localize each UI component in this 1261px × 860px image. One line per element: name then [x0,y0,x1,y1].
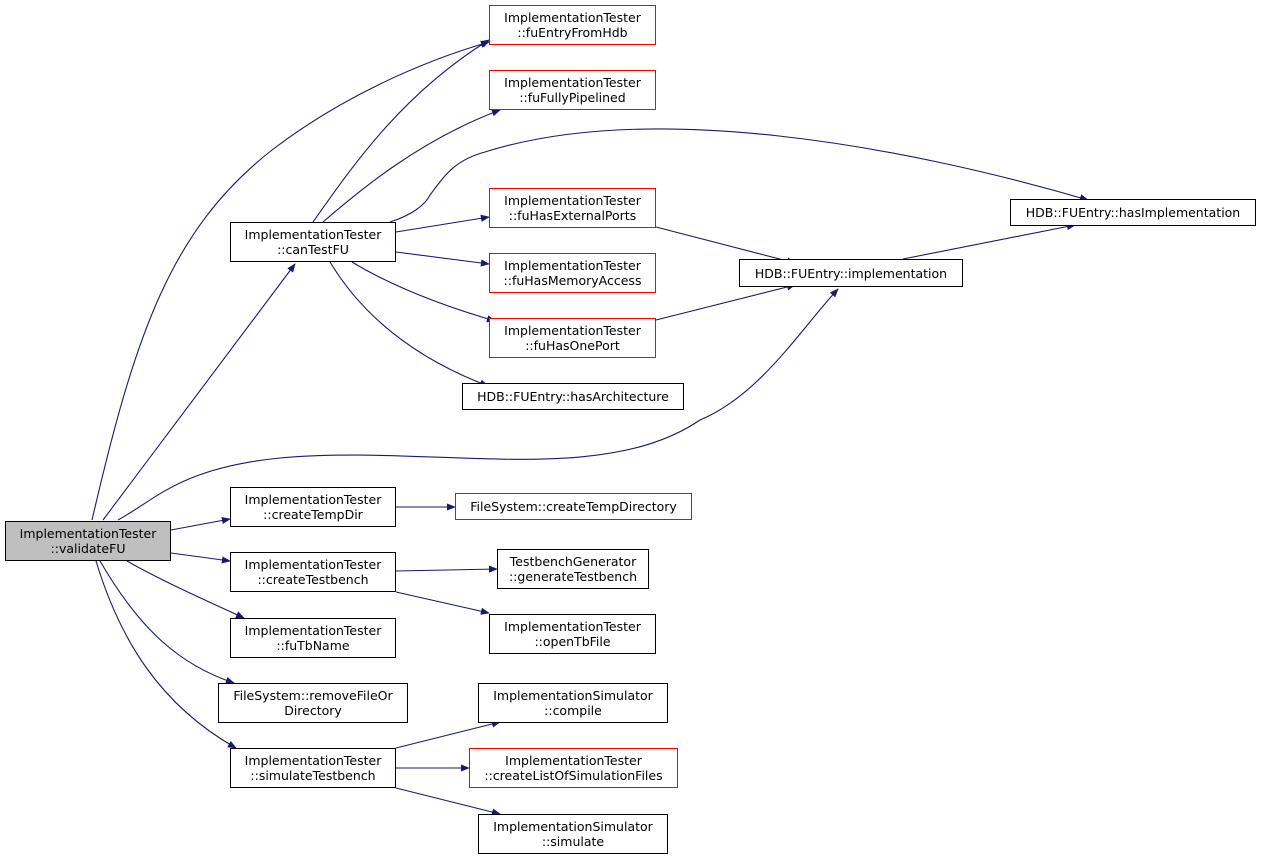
node-line: ImplementationTester [504,323,641,338]
node-line: ImplementationTester [244,492,382,507]
edge-simulateTestbench-to-simulate [395,787,501,816]
edge-canTestFU-to-fuHasMemoryAccess [395,251,490,267]
node-compile[interactable]: ImplementationSimulator ::compile [478,683,668,723]
node-line: ImplementationTester [244,227,382,242]
node-line: FileSystem::createTempDirectory [470,499,677,514]
edge-validateFU-to-canTestFU [102,263,296,521]
node-line: ImplementationTester [244,623,382,638]
edge-createTestbench-to-openTbFile [395,591,490,615]
node-fu-has-memory-access[interactable]: ImplementationTester ::fuHasMemoryAccess [489,253,656,293]
node-line: ::createTempDir [263,507,363,522]
node-fu-has-one-port[interactable]: ImplementationTester ::fuHasOnePort [489,318,656,358]
node-line: ImplementationTester [504,10,641,25]
node-has-implementation[interactable]: HDB::FUEntry::hasImplementation [1010,199,1256,226]
edge-canTestFU-to-fuFullyPipelined [322,109,501,223]
node-line: ::validateFU [50,541,126,556]
node-line: ImplementationTester [505,753,642,768]
node-fu-fully-pipelined[interactable]: ImplementationTester ::fuFullyPipelined [489,70,656,110]
node-line: ::fuTbName [276,638,350,653]
edge-validateFU-to-implementation [117,288,839,521]
node-line: ::generateTestbench [508,569,637,584]
node-line: ::createListOfSimulationFiles [484,768,663,783]
node-line: ::openTbFile [534,634,611,649]
edge-fuHasExternalPorts-to-implementation [655,226,796,265]
edge-simulateTestbench-to-compile [395,720,501,749]
node-line: HDB::FUEntry::implementation [754,265,948,281]
edge-validateFU-to-fuEntryFromHdb [91,40,490,521]
edge-fuHasOnePort-to-implementation [655,283,796,321]
node-line: Directory [284,703,342,718]
edge-canTestFU-to-fuEntryFromHdb [312,39,490,223]
node-fu-has-external-ports[interactable]: ImplementationTester ::fuHasExternalPort… [489,188,656,228]
node-line: ImplementationTester [19,526,157,541]
edge-canTestFU-to-hasArchitecture [329,261,489,387]
node-line: FileSystem::removeFileOr [233,688,393,703]
edge-validateFU-to-removeFileOrDirectory [99,560,235,684]
node-line: ::simulate [541,834,605,849]
node-line: ::createTestbench [257,572,369,587]
node-line: ::fuHasOnePort [525,338,620,353]
edge-canTestFU-to-fuHasExternalPorts [395,214,490,233]
node-line: HDB::FUEntry::hasImplementation [1025,205,1241,220]
node-line: ImplementationTester [244,557,382,572]
node-fu-entry-from-hdb[interactable]: ImplementationTester ::fuEntryFromHdb [489,5,656,45]
node-line: ::fuFullyPipelined [519,90,626,105]
node-simulate[interactable]: ImplementationSimulator ::simulate [478,814,668,854]
edge-validateFU-to-createTestbench [170,552,231,564]
node-line: ::fuHasMemoryAccess [503,273,642,288]
edge-canTestFU-to-fuHasOnePort [351,261,496,323]
node-create-list-of-simulation-files[interactable]: ImplementationTester ::createListOfSimul… [469,748,678,788]
node-line: HDB::FUEntry::hasArchitecture [477,389,669,404]
edge-canTestFU-to-hasImplementation [389,128,1089,223]
node-validate-fu[interactable]: ImplementationTester ::validateFU [5,521,171,561]
node-line: ImplementationTester [504,75,641,90]
node-fu-tb-name[interactable]: ImplementationTester ::fuTbName [230,618,396,658]
edge-createTestbench-to-generateTestbench [395,565,498,573]
edge-implementation-to-hasImplementation [902,223,1076,260]
node-line: TestbenchGenerator [509,554,637,569]
node-create-temp-dir[interactable]: ImplementationTester ::createTempDir [230,487,396,527]
node-line: ImplementationSimulator [493,688,653,703]
node-line: ImplementationTester [244,753,382,768]
node-line: ::fuEntryFromHdb [517,25,628,40]
node-remove-file-or-directory[interactable]: FileSystem::removeFileOr Directory [218,683,408,723]
node-line: ImplementationTester [504,193,641,208]
node-create-temp-directory[interactable]: FileSystem::createTempDirectory [455,493,692,520]
node-line: ::compile [544,703,602,718]
node-simulate-testbench[interactable]: ImplementationTester ::simulateTestbench [230,748,396,788]
node-line: ::canTestFU [277,242,349,257]
edge-validateFU-to-createTempDir [170,516,231,531]
node-line: ::simulateTestbench [250,768,376,783]
edge-validateFU-to-simulateTestbench [95,560,237,749]
node-line: ImplementationTester [504,258,641,273]
node-line: ImplementationSimulator [493,819,653,834]
node-line: ImplementationTester [504,619,641,634]
node-open-tb-file[interactable]: ImplementationTester ::openTbFile [489,614,656,654]
node-can-test-fu[interactable]: ImplementationTester ::canTestFU [230,222,396,262]
node-create-testbench[interactable]: ImplementationTester ::createTestbench [230,552,396,592]
edge-validateFU-to-fuTbName [126,560,245,619]
node-has-architecture[interactable]: HDB::FUEntry::hasArchitecture [462,383,684,410]
node-line: ::fuHasExternalPorts [508,208,637,223]
node-generate-testbench[interactable]: TestbenchGenerator ::generateTestbench [497,549,649,589]
node-implementation[interactable]: HDB::FUEntry::implementation [739,259,963,287]
